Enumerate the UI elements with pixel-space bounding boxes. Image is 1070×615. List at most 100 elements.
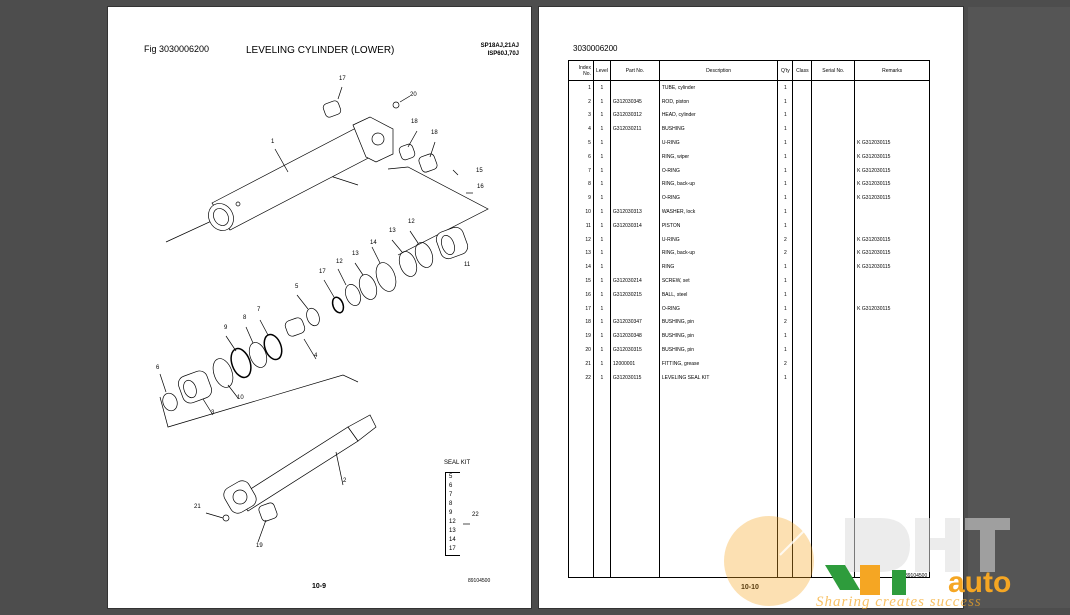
row-description: TUBE, cylinder <box>658 80 779 95</box>
row-index: 18 <box>568 315 594 330</box>
row-index: 11 <box>568 218 594 233</box>
row-index: 2 <box>568 94 594 109</box>
seal-kit-item: 17 <box>449 546 456 552</box>
row-description: RING, back-up <box>658 246 779 261</box>
row-qty: 1 <box>777 205 794 219</box>
row-qty: 1 <box>777 274 794 288</box>
callout-4: 4 <box>314 353 318 359</box>
row-level: 1 <box>592 370 611 385</box>
figure-label: Fig 3030006200 <box>144 44 210 54</box>
row-serial <box>811 108 856 123</box>
row-part-no <box>609 260 660 275</box>
row-remarks <box>854 315 930 330</box>
page-title: LEVELING CYLINDER (LOWER) <box>246 45 395 56</box>
row-level: 1 <box>592 122 611 137</box>
row-index: 20 <box>568 343 594 357</box>
row-level: 1 <box>592 136 611 150</box>
seal-kit-item: 13 <box>449 528 456 534</box>
col-part-no: Part No. <box>609 60 660 81</box>
row-class <box>792 260 813 275</box>
row-serial <box>811 94 856 109</box>
row-level: 1 <box>592 343 611 357</box>
seal-kit-item: 5 <box>449 474 453 480</box>
row-index: 9 <box>568 191 594 206</box>
row-description: U-RING <box>658 232 779 247</box>
callout-2: 2 <box>343 478 347 484</box>
col-level: Level <box>592 60 611 81</box>
row-class <box>792 315 813 330</box>
row-remarks: K G312030115 <box>854 260 930 275</box>
row-part-no <box>609 149 660 164</box>
row-class <box>792 301 813 316</box>
seal-kit-item: 7 <box>449 492 453 498</box>
row-qty: 1 <box>777 136 794 150</box>
callout-1: 1 <box>271 139 275 145</box>
row-remarks: K G312030115 <box>854 191 930 206</box>
row-class <box>792 356 813 371</box>
row-remarks: K G312030115 <box>854 136 930 150</box>
seal-kit-item: 6 <box>449 483 453 489</box>
callout-18-top: 17 <box>339 76 346 82</box>
table-filler <box>568 384 930 578</box>
row-level: 1 <box>592 80 611 95</box>
row-serial <box>811 80 856 95</box>
callout-13-b: 13 <box>352 251 359 257</box>
row-serial <box>811 149 856 164</box>
col-serial: Serial No. <box>811 60 856 81</box>
row-serial <box>811 246 856 261</box>
row-class <box>792 370 813 385</box>
row-description: BUSHING, pin <box>658 329 779 344</box>
row-level: 1 <box>592 260 611 275</box>
row-part-no <box>609 136 660 150</box>
filler-cell <box>609 384 660 578</box>
col-remarks: Remarks <box>854 60 930 81</box>
seal-kit-list: 5 6 7 8 9 12 13 14 17 <box>445 472 460 556</box>
row-level: 1 <box>592 108 611 123</box>
seal-kit-item: 12 <box>449 519 456 525</box>
page-number-right: 10-10 <box>741 584 759 591</box>
row-qty: 2 <box>777 356 794 371</box>
filler-cell <box>777 384 794 578</box>
row-description: PISTON <box>658 218 779 233</box>
row-qty: 2 <box>777 232 794 247</box>
callout-16: 16 <box>477 184 484 190</box>
row-description: RING, wiper <box>658 149 779 164</box>
row-part-no: G312030314 <box>609 218 660 233</box>
row-remarks <box>854 218 930 233</box>
row-class <box>792 274 813 288</box>
row-description: RING <box>658 260 779 275</box>
row-qty: 2 <box>777 315 794 330</box>
row-index: 22 <box>568 370 594 385</box>
row-index: 16 <box>568 287 594 302</box>
model-line-1: SP18AJ,21AJ <box>480 43 519 49</box>
row-class <box>792 343 813 357</box>
row-qty: 1 <box>777 260 794 275</box>
row-part-no: G312030211 <box>609 122 660 137</box>
filler-cell <box>854 384 930 578</box>
row-remarks <box>854 370 930 385</box>
row-level: 1 <box>592 232 611 247</box>
row-index: 4 <box>568 122 594 137</box>
row-part-no: 12000001 <box>609 356 660 371</box>
row-index: 13 <box>568 246 594 261</box>
row-qty: 1 <box>777 287 794 302</box>
row-qty: 1 <box>777 370 794 385</box>
table-header: Index No. Level Part No. Description Q't… <box>568 60 930 81</box>
row-level: 1 <box>592 287 611 302</box>
row-class <box>792 191 813 206</box>
callout-14: 14 <box>370 240 377 246</box>
row-part-no: G312030315 <box>609 343 660 357</box>
row-serial <box>811 218 856 233</box>
callout-3: 3 <box>211 410 215 416</box>
row-level: 1 <box>592 246 611 261</box>
model-line-2: ISP60J,70J <box>487 51 519 57</box>
seal-kit-label: SEAL KIT <box>444 460 471 466</box>
row-serial <box>811 356 856 371</box>
